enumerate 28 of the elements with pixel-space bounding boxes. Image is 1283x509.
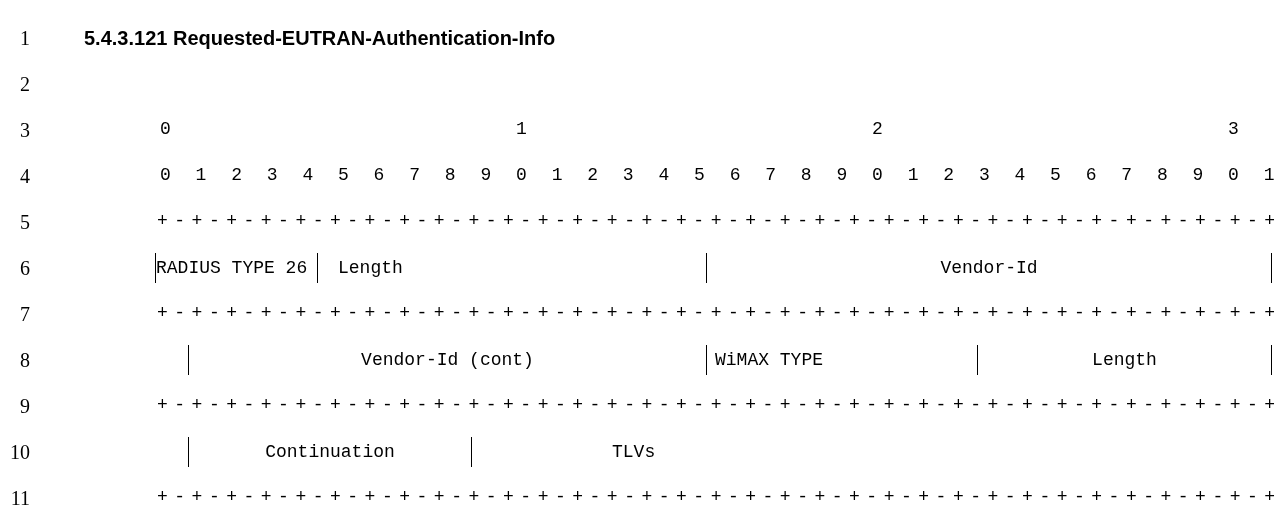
field-label: TLVs [612,442,656,462]
line-number: 7 [19,304,30,324]
ascii-separator-line: +-+-+-+-+-+-+-+-+-+-+-+-+-+-+-+-+-+-+-+-+-+-+-+-+-+-+-+-+-+-+-+-+ [157,488,1282,506]
field-label: Vendor-Id [940,258,1038,278]
bit-ruler: 0 1 2 3 [160,120,1246,138]
line-number: 11 [9,488,30,508]
line-number: 9 [19,396,30,416]
packet-field [706,253,1272,283]
field-label: Vendor-Id (cont) [361,350,534,370]
field-label: Length [1092,350,1157,370]
field-label: Continuation [265,442,395,462]
line-number: 3 [19,120,30,140]
section-title: 5.4.3.121 Requested-EUTRAN-Authentication-Info [84,28,556,48]
line-number: 8 [19,350,30,370]
line-number: 10 [9,442,30,462]
line-number: 5 [19,212,30,232]
ascii-separator-line: +-+-+-+-+-+-+-+-+-+-+-+-+-+-+-+-+-+-+-+-+-+-+-+-+-+-+-+-+-+-+-+-+ [157,212,1282,230]
field-label: RADIUS TYPE 26 [156,258,308,278]
bit-ruler: 0 1 2 3 4 5 6 7 8 9 0 1 2 3 4 5 6 7 8 9 0 1 2 3 4 5 6 7 8 9 0 1 [160,166,1282,184]
line-number: 6 [19,258,30,278]
field-label: WiMAX TYPE [715,350,824,370]
ascii-separator-line: +-+-+-+-+-+-+-+-+-+-+-+-+-+-+-+-+-+-+-+-+-+-+-+-+-+-+-+-+-+-+-+-+ [157,396,1282,414]
line-number: 2 [19,74,30,94]
ascii-separator-line: +-+-+-+-+-+-+-+-+-+-+-+-+-+-+-+-+-+-+-+-+-+-+-+-+-+-+-+-+-+-+-+-+ [157,304,1282,322]
packet-field [977,345,1272,375]
field-label: Length [338,258,403,278]
line-number: 4 [19,166,30,186]
line-number: 1 [19,28,30,48]
